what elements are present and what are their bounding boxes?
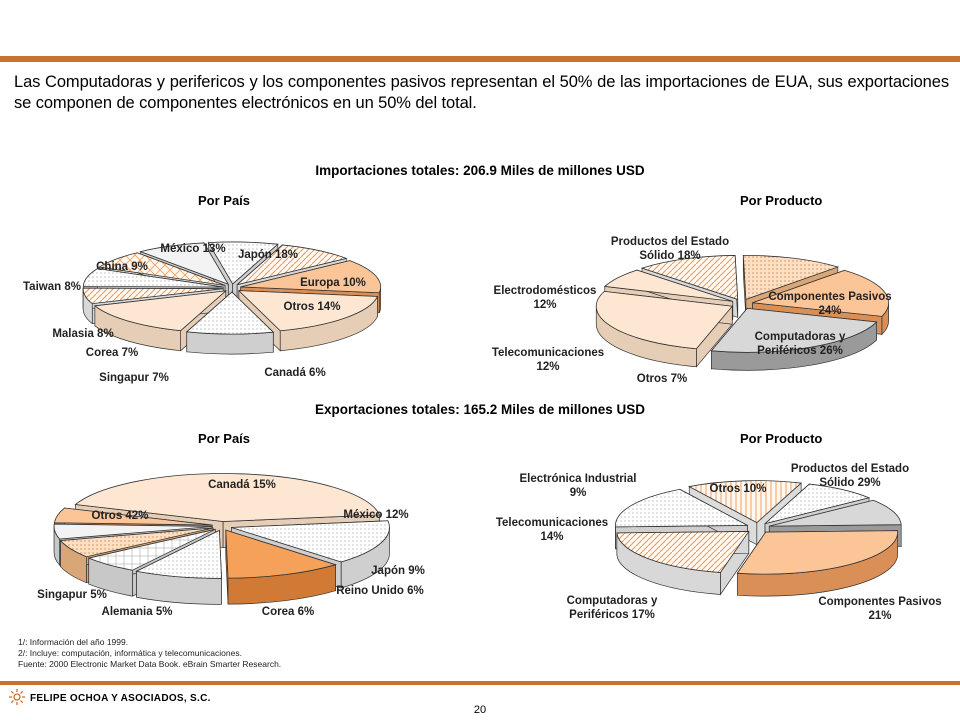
imports-title: Importaciones totales: 206.9 Miles de mi… — [315, 163, 645, 178]
slice-label-japon-18: Japón 18% — [238, 249, 298, 261]
slice-label-europa-10: Europa 10% — [300, 277, 366, 289]
slice-label-corea-7: Corea 7% — [86, 347, 138, 359]
pie-slice-japon-18 — [237, 289, 379, 352]
exports-country-subtitle: Por País — [198, 431, 251, 446]
exports-country-pie: Canadá 15% México 12% Japón 9% Reino Unido … — [37, 473, 425, 618]
slice-label-otros-14: Otros 14% — [284, 301, 341, 313]
slice-label-japon-9: Japón 9% — [371, 565, 425, 577]
footer-company: FELIPE OCHOA Y ASOCIADOS, S.C. — [30, 693, 211, 704]
page-number: 20 — [473, 704, 487, 716]
slice-label-corea-6: Corea 6% — [262, 606, 314, 618]
slice-label-otros-7: Otros 7% — [637, 373, 688, 385]
pie-slice-productos-del-estado-solido-29 — [736, 530, 899, 597]
pie-slice-computadoras-y-perifericos-26 — [595, 290, 734, 368]
pie-slice-mexico-12 — [225, 529, 337, 605]
company-logo-icon — [9, 689, 25, 705]
footnotes: 1/: Información del año 1999. 2/: Incluy… — [18, 637, 281, 670]
slice-label-mexico-13: México 13% — [160, 243, 225, 255]
slice-label-china-9: China 9% — [96, 261, 148, 273]
slice-label-canada-15: Canadá 15% — [208, 479, 276, 491]
pie-slice-componentes-pasivos-21 — [616, 530, 750, 596]
footnote: 1/: Información del año 1999. — [18, 637, 129, 647]
exports-product-subtitle: Por Producto — [740, 431, 823, 446]
pie-slice-componentes-pasivos-24 — [710, 307, 878, 371]
slice-label-otros-42: Otros 42% — [92, 510, 149, 522]
intro-text: Las Computadoras y perifericos y los com… — [14, 73, 949, 112]
exports-title: Exportaciones totales: 165.2 Miles de mi… — [314, 402, 646, 417]
footnote: Fuente: 2000 Electronic Market Data Book… — [18, 659, 282, 669]
pie-slice-europa-10 — [185, 291, 275, 355]
top-rule — [0, 56, 960, 62]
slice-label-canada-6: Canadá 6% — [264, 367, 325, 379]
bottom-rule — [0, 681, 960, 685]
slice-label-otros-10: Otros 10% — [710, 483, 767, 495]
imports-country-subtitle: Por País — [198, 193, 251, 208]
slice-label-malasia-8: Malasia 8% — [52, 328, 113, 340]
footnote: 2/: Incluye: computación, informática y … — [18, 648, 242, 658]
slice-label-alemania-5: Alemania 5% — [102, 606, 173, 618]
imports-country-pie: Japón 18% Europa 10% Otros 14% Canadá 6% Sin… — [23, 241, 382, 384]
imports-product-subtitle: Por Producto — [740, 193, 823, 208]
slice-label-taiwan-8: Taiwan 8% — [23, 281, 81, 293]
slice-label-singapur-5: Singapur 5% — [37, 589, 107, 601]
pie-slice-japon-9 — [135, 529, 222, 605]
slice-label-singapur-7: Singapur 7% — [99, 372, 169, 384]
slice-label-mexico-12: México 12% — [343, 509, 408, 521]
slice-label-reino-unido-6: Reino Unido 6% — [336, 585, 424, 597]
